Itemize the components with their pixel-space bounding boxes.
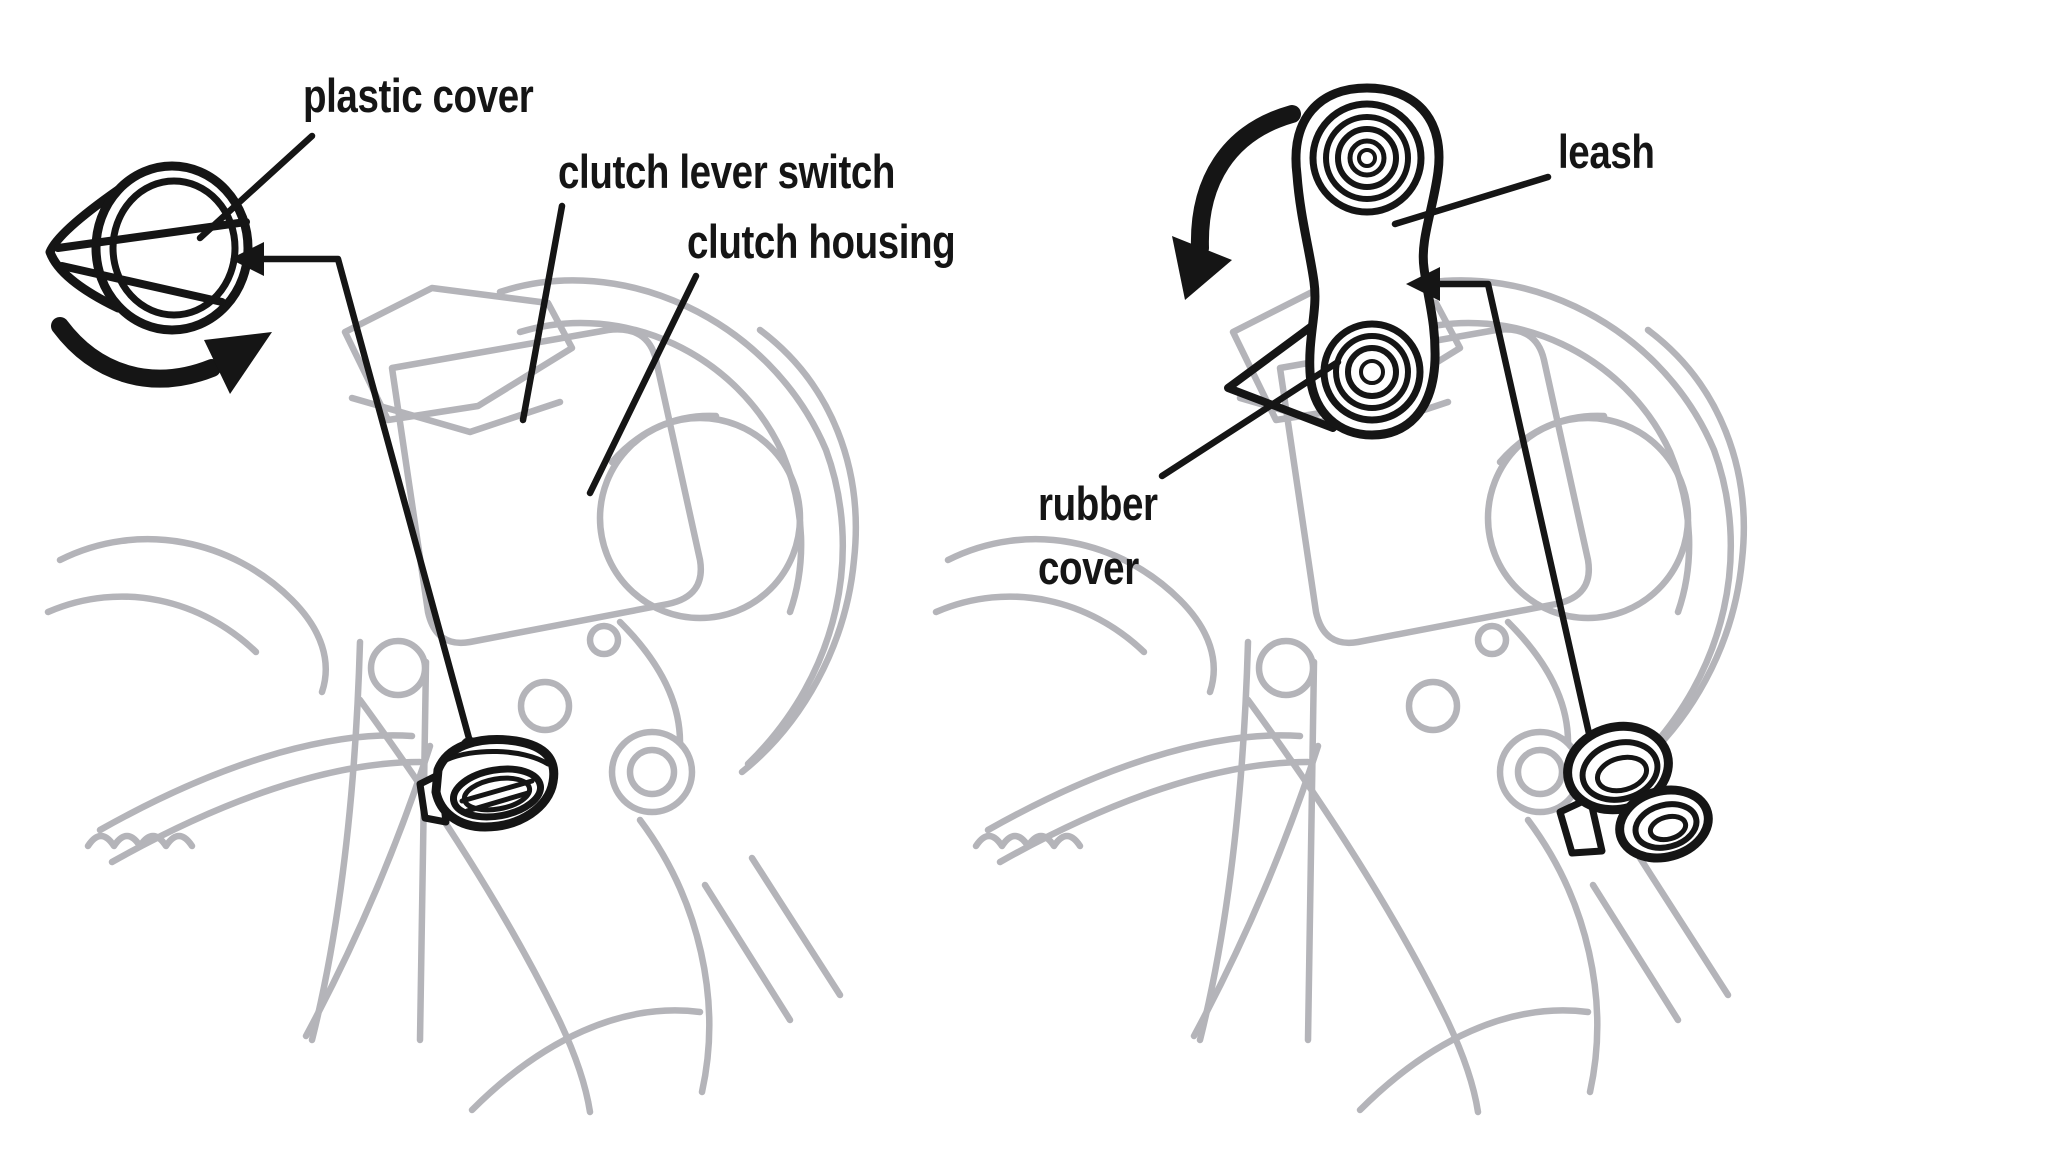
label-clutch-housing: clutch housing: [687, 215, 956, 268]
label-leash: leash: [1558, 125, 1655, 178]
derailleur-drawing-left: [48, 280, 856, 1112]
leader-clutch-lever-switch: [519, 202, 566, 424]
label-clutch-lever-switch: clutch lever switch: [558, 145, 896, 198]
plastic-cover-part: [45, 161, 253, 335]
leader-rubber-cover-label: [1158, 358, 1342, 480]
callout-arrow-plastic-cover: [230, 242, 480, 757]
label-plastic-cover: plastic cover: [303, 69, 534, 122]
clockwise-rotation-arrow-icon: [51, 317, 272, 394]
counterclockwise-rotation-arrow-icon: [1172, 105, 1301, 300]
leash-part: [1224, 83, 1444, 440]
label-rubber-cover: rubber cover: [1038, 477, 1158, 594]
clutch-switch-knob: [416, 735, 559, 832]
leader-plastic-cover-label: [196, 132, 316, 242]
leader-clutch-housing: [586, 272, 700, 497]
installed-leash-part: [1556, 721, 1713, 863]
leader-leash-label: [1391, 173, 1552, 228]
